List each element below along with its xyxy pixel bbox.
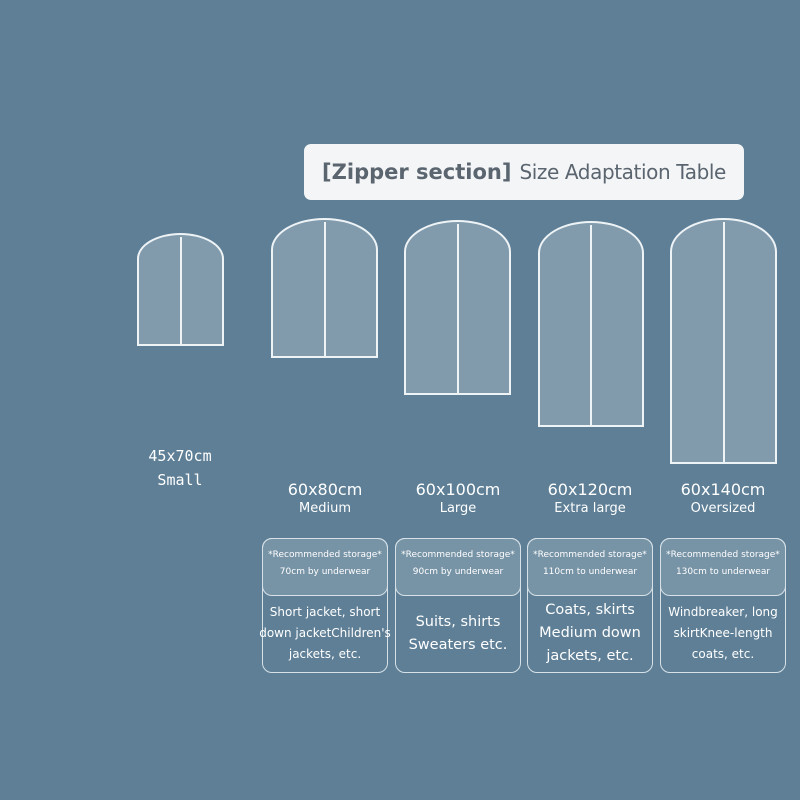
size-name: Medium [299,501,351,516]
item-line: Sweaters etc. [408,636,508,653]
size-value: 60x140cm [680,480,766,499]
recommended-storage-label: *Recommended storage* [268,550,382,560]
card-header: *Recommended storage* 90cm by underwear [395,538,521,596]
recommended-storage-label: *Recommended storage* [666,550,780,560]
garment-bag-oversized [670,218,777,464]
card-header: *Recommended storage* 130cm to underwear [660,538,786,596]
item-line: Short jacket, short [269,605,381,619]
zipper-line [456,224,459,393]
recommend-card-large: *Recommended storage* 90cm by underwear … [395,538,521,673]
card-items: Windbreaker, long skirtKnee-length coats… [661,595,785,672]
underwear-length: 70cm by underwear [279,567,371,577]
zipper-line [179,237,182,344]
underwear-length: 90cm by underwear [412,567,504,577]
size-name: Oversized [690,501,756,516]
zipper-line [323,222,326,356]
underwear-length: 110cm to underwear [542,567,638,577]
title-rest: Size Adaptation Table [519,160,726,184]
size-value: 60x100cm [415,480,501,499]
item-line: down jacketChildren's [259,626,391,640]
item-line: jackets, etc. [546,648,634,664]
garment-bag-extra-large [538,221,644,427]
recommended-storage-label: *Recommended storage* [401,550,515,560]
item-line: Windbreaker, long [668,605,778,619]
card-header: *Recommended storage* 110cm to underwear [527,538,653,596]
item-line: Medium down [539,625,641,641]
size-label-extra-large: 60x120cm Extra large [548,480,633,516]
size-name: Extra large [554,501,626,516]
card-items: Suits, shirts Sweaters etc. [396,595,520,672]
size-label-small: 45x70cm Small [148,444,211,492]
recommend-card-extra-large: *Recommended storage* 110cm to underwear… [527,538,653,673]
garment-bag-large [404,220,511,395]
title-bold: [Zipper section] [322,160,512,184]
size-label-medium: 60x80cm Medium [288,480,363,516]
recommend-card-oversized: *Recommended storage* 130cm to underwear… [660,538,786,673]
card-items: Short jacket, short down jacketChildren'… [259,595,391,672]
size-small-name: Small [157,471,203,489]
size-small-value: 45x70cm [148,447,212,465]
size-value: 60x120cm [547,480,633,499]
size-label-oversized: 60x140cm Oversized [681,480,766,516]
item-line: coats, etc. [691,647,755,661]
card-header: *Recommended storage* 70cm by underwear [262,538,388,596]
size-label-large: 60x100cm Large [416,480,501,516]
size-value: 60x80cm [287,480,363,499]
item-line: jackets, etc. [288,647,362,661]
garment-bag-small [137,233,224,346]
zipper-line [722,222,725,462]
item-line: skirtKnee-length [673,626,773,640]
underwear-length: 130cm to underwear [675,567,771,577]
size-name: Large [439,501,477,516]
recommended-storage-label: *Recommended storage* [533,550,647,560]
garment-bag-medium [271,218,378,358]
zipper-line [590,225,592,425]
item-line: Coats, skirts [545,602,635,618]
recommend-card-medium: *Recommended storage* 70cm by underwear … [259,538,391,673]
item-line: Suits, shirts [415,613,501,630]
title-banner: [Zipper section] Size Adaptation Table [304,144,744,200]
card-items: Coats, skirts Medium down jackets, etc. [528,595,652,672]
